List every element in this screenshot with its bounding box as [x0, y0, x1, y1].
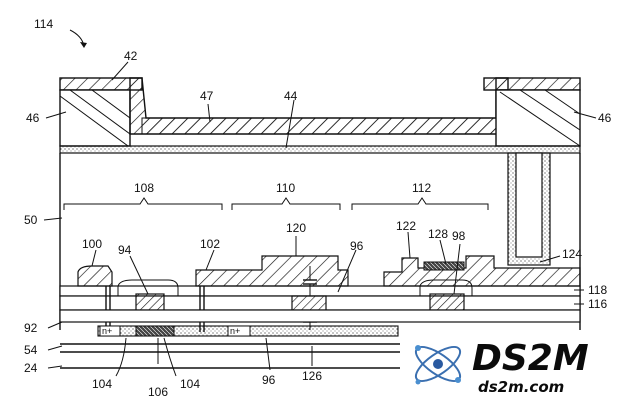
label-120: 120: [286, 221, 306, 235]
label-108: 108: [134, 181, 154, 195]
label-98: 98: [452, 229, 466, 243]
label-116: 116: [588, 297, 607, 311]
label-47: 47: [200, 89, 214, 103]
watermark-logo-text: DS2M: [472, 338, 589, 379]
atom-logo-icon: [414, 345, 462, 385]
label-46-left: 46: [26, 111, 40, 125]
label-102: 102: [200, 237, 220, 251]
layer-44: [59, 145, 581, 154]
label-94: 94: [118, 243, 132, 257]
label-96-bottom: 96: [262, 373, 276, 387]
reference-labels: 114 42 47 44 46 46 50 108 110 112 100 94…: [24, 17, 612, 399]
body-region-50: [59, 152, 581, 330]
label-112: 112: [412, 181, 431, 195]
cover-layer-42: [59, 77, 581, 147]
label-104-left: 104: [92, 377, 112, 391]
label-n-plus-2: n+: [230, 326, 240, 336]
label-n-plus-1: n+: [102, 326, 112, 336]
label-114: 114: [34, 17, 53, 31]
label-24: 24: [24, 361, 38, 375]
label-128: 128: [428, 227, 448, 241]
label-44: 44: [284, 89, 298, 103]
label-46-right: 46: [598, 111, 612, 125]
device-stack: [59, 255, 581, 369]
label-110: 110: [276, 181, 295, 195]
region-braces: [63, 197, 489, 210]
label-124: 124: [562, 247, 582, 261]
label-104-right: 104: [180, 377, 200, 391]
watermark: DS2M ds2m.com: [404, 330, 634, 402]
label-118: 118: [588, 283, 607, 297]
label-50: 50: [24, 213, 38, 227]
label-126: 126: [302, 369, 322, 383]
label-54: 54: [24, 343, 38, 357]
label-42: 42: [124, 49, 138, 63]
label-106: 106: [148, 385, 168, 399]
label-92: 92: [24, 321, 38, 335]
label-122: 122: [396, 219, 416, 233]
watermark-site-text: ds2m.com: [478, 378, 564, 396]
label-96-top: 96: [350, 239, 364, 253]
label-100: 100: [82, 237, 102, 251]
leader-lines: [43, 29, 597, 377]
